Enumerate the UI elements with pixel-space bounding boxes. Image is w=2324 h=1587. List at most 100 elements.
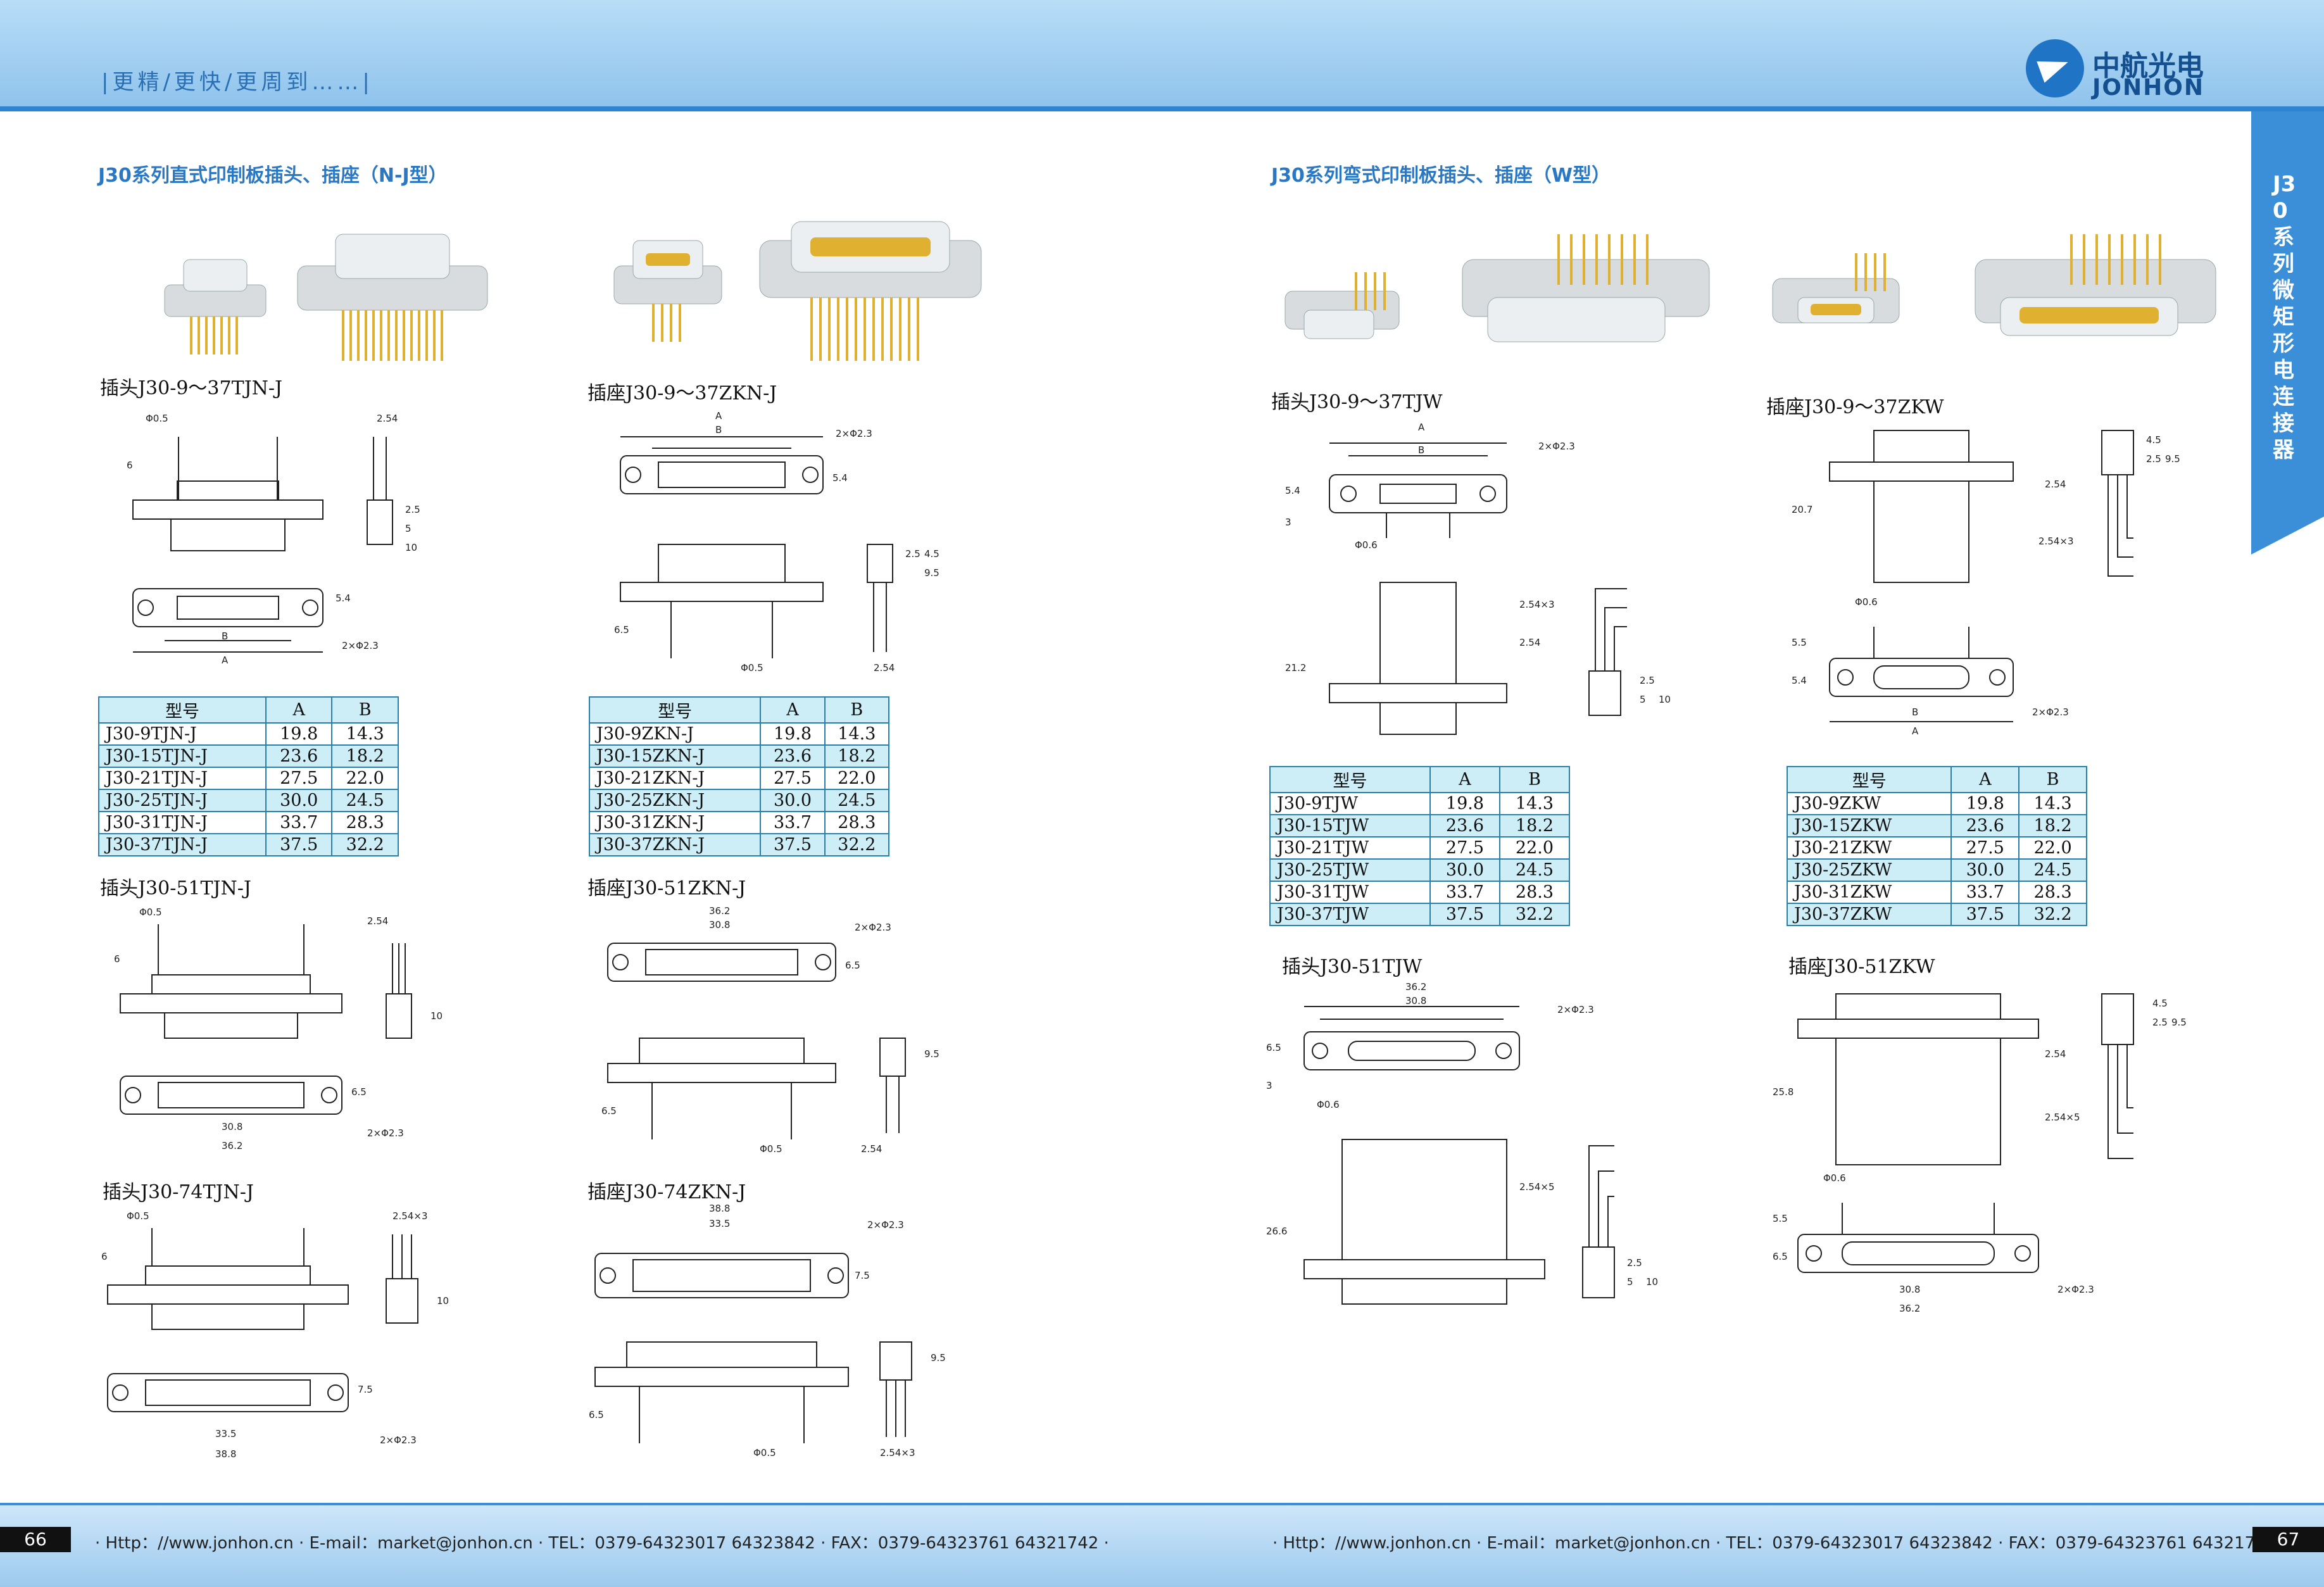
dim-6: 6	[101, 1251, 108, 1262]
dim-254: 2.54	[1519, 637, 1540, 648]
socket-nj-cell: 24.5	[824, 789, 890, 812]
dim-308: 30.8	[1899, 1284, 1920, 1295]
dim-65: 6.5	[1266, 1042, 1281, 1053]
dim-65: 6.5	[614, 624, 629, 636]
plug-w-cell: 27.5	[1429, 836, 1500, 860]
plug-nj-cell: 33.7	[265, 811, 333, 834]
dim-25: 2.5	[2146, 453, 2161, 465]
socket-w-cell: 18.2	[2018, 814, 2087, 837]
dim-65: 6.5	[845, 960, 860, 971]
header-slogan: |更精/更快/更周到……|	[101, 70, 374, 95]
plug-w-cell: 18.2	[1498, 814, 1571, 837]
dim-10: 10	[430, 1010, 443, 1022]
dim-254x3: 2.54×3	[880, 1447, 915, 1458]
dim-phi05: Φ0.5	[753, 1447, 776, 1458]
dim-phi23: 2×Φ2.3	[380, 1434, 417, 1446]
socket-nj-header-cell: 型号	[588, 696, 762, 724]
product-photo-plug-w	[1284, 234, 1710, 342]
plug-nj-cell: 23.6	[265, 744, 333, 768]
plug-w-cell: J30-15TJW	[1269, 814, 1431, 837]
dim-75: 7.5	[855, 1270, 870, 1281]
dim-75: 7.5	[358, 1384, 373, 1395]
dim-phi23: 2×Φ2.3	[1538, 441, 1575, 452]
dim-phi05: Φ0.5	[760, 1143, 782, 1155]
dim-25: 2.5	[1640, 675, 1655, 686]
socket-w-cell: 19.8	[1950, 792, 2020, 815]
dim-phi23: 2×Φ2.3	[367, 1127, 404, 1139]
footer-divider	[0, 1503, 2324, 1505]
plug-w-cell: 22.0	[1498, 836, 1571, 860]
dim-phi06: Φ0.6	[1355, 539, 1378, 551]
side-tab-label: J30系列微矩形电连接器	[2273, 172, 2296, 463]
dim-6: 6	[114, 953, 120, 965]
dim-254x5: 2.54×5	[2045, 1112, 2080, 1123]
socket-w-cell: 30.0	[1950, 858, 2020, 882]
dim-65: 6.5	[351, 1086, 367, 1098]
plug-w-cell: 30.0	[1429, 858, 1500, 882]
dim-3: 3	[1285, 517, 1291, 528]
socket-nj-cell: J30-21ZKN-J	[588, 767, 762, 790]
page-number-left: 66	[0, 1527, 71, 1552]
dim-5: 5	[405, 523, 411, 534]
dim-55: 5.5	[1792, 637, 1807, 648]
dim-54: 5.4	[1792, 675, 1807, 686]
socket-w-cell: 37.5	[1950, 903, 2020, 926]
plug-w-header-cell: 型号	[1269, 766, 1431, 793]
footer-contact-left: · Http：//www.jonhon.cn · E-mail：market@j…	[95, 1534, 1109, 1553]
dim-phi05: Φ0.5	[146, 413, 168, 424]
socket-nj-cell: 18.2	[824, 744, 890, 768]
socket74-drawing-nj: 38.8 33.5 2×Φ2.3 7.5 6.5 Φ0.5 2.54×3 9.5	[589, 1203, 946, 1458]
dim-65: 6.5	[589, 1409, 604, 1421]
plug-nj-cell: 30.0	[265, 789, 333, 812]
socket-w-cell: 14.3	[2018, 792, 2087, 815]
logo-chinese-name: 中航光电	[2092, 50, 2204, 82]
plug-w-cell: 14.3	[1498, 792, 1571, 815]
plug-nj-header-cell: 型号	[98, 696, 267, 724]
dim-254x3: 2.54×3	[393, 1210, 428, 1222]
side-tab	[2251, 111, 2324, 517]
socket-nj-cell: 27.5	[760, 767, 826, 790]
dim-254: 2.54	[377, 413, 398, 424]
plug-nj-cell: 24.5	[331, 789, 399, 812]
socket-w-cell: 28.3	[2018, 881, 2087, 904]
socket-nj-cell: 37.5	[760, 833, 826, 856]
socket-nj-cell: 19.8	[760, 722, 826, 746]
socket-nj-header-cell: B	[824, 696, 890, 724]
plug-nj-cell: J30-25TJN-J	[98, 789, 267, 812]
socket-w-cell: J30-15ZKW	[1786, 814, 1952, 837]
plug-w-cell: J30-25TJW	[1269, 858, 1431, 882]
socket-nj-cell: 33.7	[760, 811, 826, 834]
plug-label-w: 插头J30-9～37TJW	[1271, 391, 1443, 413]
header-divider	[0, 106, 2324, 111]
socket51-label-nj: 插座J30-51ZKN-J	[587, 877, 746, 900]
plug-drawing-w: A B 2×Φ2.3 5.4 3 Φ0.6 21.2 2.54×3 2.54 2…	[1285, 422, 1671, 735]
plug51-drawing-w: 36.2 30.8 2×Φ2.3 6.5 3 Φ0.6 26.6 2.54×5 …	[1266, 981, 1658, 1305]
plug-nj-cell: 32.2	[331, 833, 399, 856]
plug-nj-cell: 19.8	[265, 722, 333, 746]
plug-nj-cell: J30-31TJN-J	[98, 811, 267, 834]
plug-nj-cell: J30-15TJN-J	[98, 744, 267, 768]
dim-phi05: Φ0.5	[127, 1210, 149, 1222]
dim-54: 5.4	[336, 593, 351, 604]
dim-95: 9.5	[931, 1352, 946, 1364]
dim-65: 6.5	[1773, 1251, 1788, 1262]
dim-3: 3	[1266, 1080, 1272, 1091]
dim-B: B	[1418, 444, 1424, 456]
dim-A: A	[222, 655, 229, 666]
dim-A: A	[1912, 725, 1919, 737]
dim-55: 5.5	[1773, 1213, 1788, 1224]
